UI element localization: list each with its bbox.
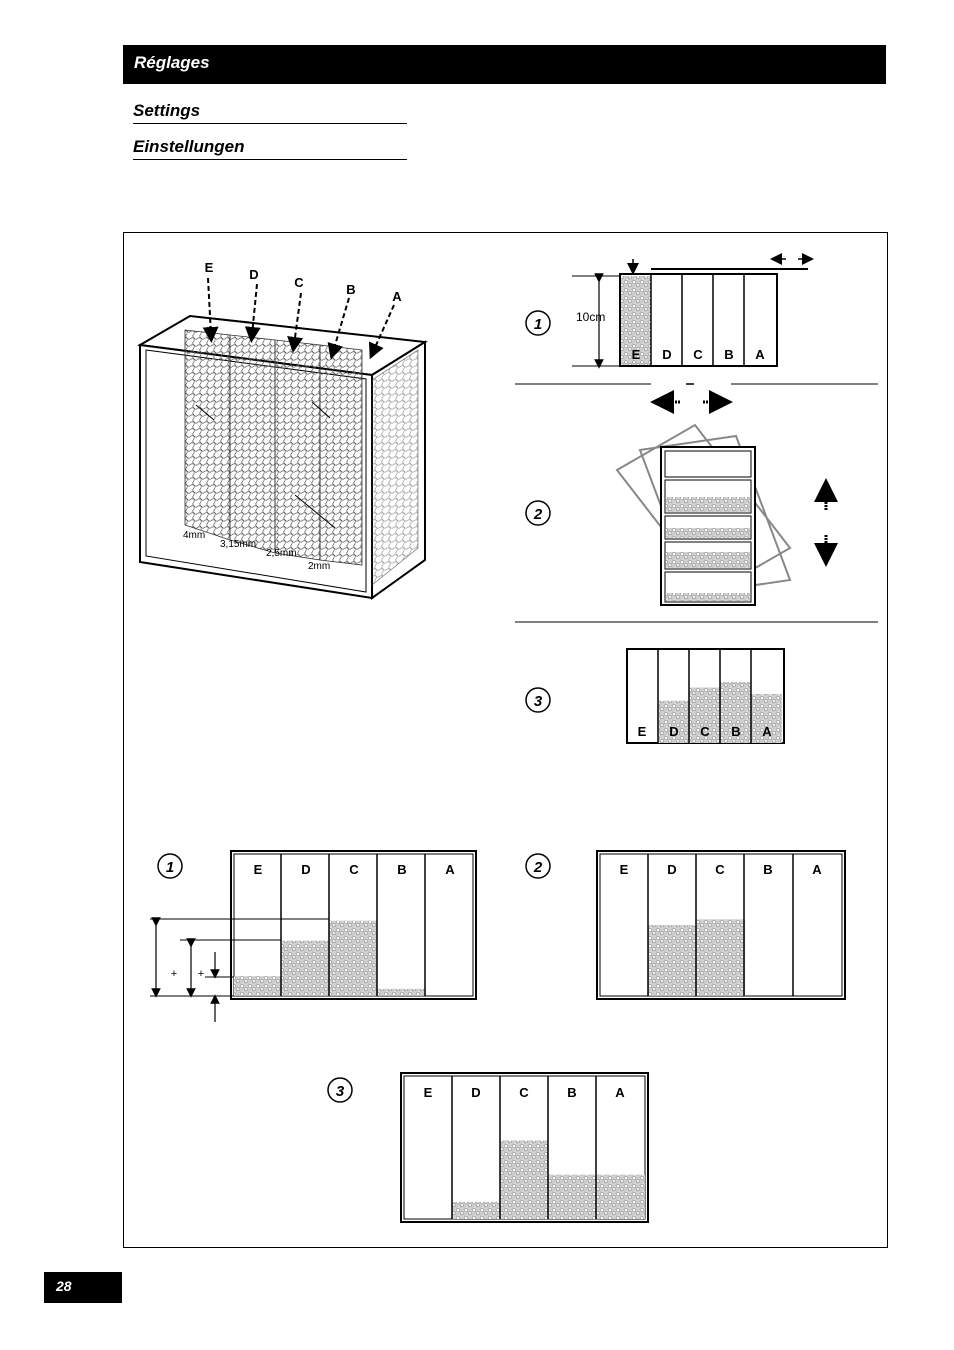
mesh-size-25mm: 2,5mm xyxy=(266,548,297,559)
height-label: 10cm xyxy=(576,310,605,324)
page-number-box: 28 xyxy=(44,1272,122,1303)
bottom-step3-fill-3 xyxy=(548,1174,597,1219)
box-arrows xyxy=(202,277,395,360)
mesh-size-315mm: 3,15mm xyxy=(220,539,256,550)
bottom-step3-number: 3 xyxy=(336,1083,345,1100)
top-step1-number: 1 xyxy=(534,316,542,333)
top-step1-col-c: C xyxy=(693,347,703,362)
top-step3-fill-1 xyxy=(658,700,689,743)
top-step1-col-e: E xyxy=(632,347,641,362)
bottom-step3-col-a: A xyxy=(615,1085,625,1100)
plus-mark-1: + xyxy=(171,968,177,980)
bottom-step1-col-e: E xyxy=(254,862,263,877)
page-title: Réglages xyxy=(134,53,210,72)
bottom-step1-fill-3 xyxy=(377,988,426,996)
header-bar: Réglages xyxy=(123,45,886,84)
subtitle-einstellungen: Einstellungen xyxy=(133,137,407,160)
bottom-step3-fill-4 xyxy=(596,1174,645,1219)
plus-mark-2: + xyxy=(198,968,204,980)
top-step1-col-d: D xyxy=(662,347,671,362)
box-label-b: B xyxy=(346,282,355,297)
subtitle-settings: Settings xyxy=(133,101,407,124)
bottom-step1-fill-1 xyxy=(281,940,330,996)
bottom-step3-figure xyxy=(327,1072,649,1223)
bottom-step1-col-a: A xyxy=(445,862,455,877)
mesh-size-2mm: 2mm xyxy=(308,561,330,572)
top-step2-number: 2 xyxy=(533,506,543,523)
top-step3-fill-2 xyxy=(689,687,720,743)
top-step3-fill-3 xyxy=(720,681,751,743)
bottom-step3-col-c: C xyxy=(519,1085,529,1100)
bottom-step1-fill-0 xyxy=(234,976,282,996)
mesh-size-4mm: 4mm xyxy=(183,530,205,541)
bottom-step3-col-e: E xyxy=(424,1085,433,1100)
bottom-step2-col-c: C xyxy=(715,862,725,877)
bottom-step1-col-c: C xyxy=(349,862,359,877)
bottom-step2-col-e: E xyxy=(620,862,629,877)
bottom-step3-fill-2 xyxy=(500,1140,549,1219)
page-number: 28 xyxy=(56,1278,72,1294)
bottom-step1-col-d: D xyxy=(301,862,310,877)
top-step3-col-b: B xyxy=(731,724,740,739)
top-step3-col-e: E xyxy=(638,724,647,739)
top-step3-figure xyxy=(525,648,785,744)
bottom-step3-col-b: B xyxy=(567,1085,576,1100)
bottom-step2-col-b: B xyxy=(763,862,772,877)
box-label-e: E xyxy=(205,260,214,275)
bottom-step1-number: 1 xyxy=(166,859,174,876)
bottom-step2-fill-2 xyxy=(696,919,746,996)
bottom-step2-figure xyxy=(525,850,846,1000)
bottom-step2-number: 2 xyxy=(533,859,543,876)
bottom-step3-fill-1 xyxy=(452,1201,501,1219)
top-step3-number: 3 xyxy=(534,693,543,710)
top-step2-figure xyxy=(515,423,878,623)
top-step3-col-a: A xyxy=(762,724,772,739)
top-step3-fill-4 xyxy=(751,694,782,743)
bottom-step2-fill-1 xyxy=(648,925,697,996)
illustration-frame xyxy=(123,232,888,1248)
box-label-d: D xyxy=(249,267,258,282)
bottom-step2-col-d: D xyxy=(667,862,676,877)
top-step1-col-a: A xyxy=(755,347,765,362)
bottom-step1-col-b: B xyxy=(397,862,406,877)
bottom-step1-fill-2 xyxy=(329,920,378,996)
top-step3-col-c: C xyxy=(700,724,710,739)
bottom-step3-col-d: D xyxy=(471,1085,480,1100)
top-step1-figure xyxy=(515,253,878,414)
box-label-c: C xyxy=(294,275,304,290)
top-step1-col-b: B xyxy=(724,347,733,362)
bottom-step2-col-a: A xyxy=(812,862,822,877)
top-step3-col-d: D xyxy=(669,724,678,739)
box-label-a: A xyxy=(392,289,402,304)
bottom-step1-figure xyxy=(150,850,477,1022)
